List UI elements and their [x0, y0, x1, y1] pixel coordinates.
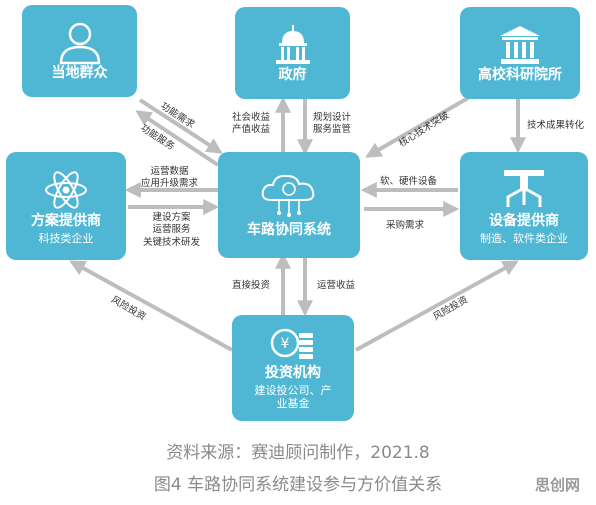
node-sublabel: 建设投公司、产 业基金	[255, 384, 332, 412]
node-vehicle-road-system: 车路协同系统	[218, 152, 360, 258]
edge-label-tech-transfer: 技术成果转化	[527, 120, 585, 131]
node-label: 投资机构	[265, 364, 321, 381]
atom-icon	[45, 171, 87, 209]
node-label: 政府	[278, 66, 307, 83]
edge-label-operation-data: 运营数据 应用升级需求	[141, 166, 198, 191]
node-government: 政府	[235, 7, 350, 99]
figure-title: 图4 车路协同系统建设参与方价值关系	[153, 475, 443, 495]
arrow-invest-to-equipment	[355, 260, 519, 352]
edge-label-line: 社会收益	[232, 112, 271, 123]
edge-label-line: 应用升级需求	[141, 178, 199, 190]
arrow-invest-to-solution	[69, 260, 233, 352]
edge-label-build-plan: 建设方案 运营服务 关键技术研发	[143, 212, 200, 249]
edge-label-hw-sw-equipment: 软、硬件设备	[380, 176, 438, 187]
edge-label-planning: 规划设计 服务监管	[313, 112, 351, 137]
node-label: 当地群众	[51, 64, 108, 81]
node-label: 高校科研院所	[478, 66, 562, 83]
node-label: 方案提供商	[31, 212, 101, 229]
svg-text:¥: ¥	[281, 336, 290, 352]
node-equipment-provider: 设备提供商 制造、软件类企业	[460, 152, 588, 260]
robotic-arm-icon	[504, 169, 544, 207]
node-local-public: 当地群众	[22, 5, 137, 97]
node-sublabel: 制造、软件类企业	[480, 231, 568, 245]
edge-label-line: 运营数据	[150, 166, 189, 177]
institution-icon	[500, 25, 540, 64]
cloud-brain-icon	[261, 174, 315, 217]
edge-label-line: 建设方案	[152, 212, 191, 223]
coin-stack-icon: ¥	[270, 328, 313, 359]
edge-label-benefits: 社会收益 产值收益	[232, 112, 270, 137]
person-icon	[59, 22, 100, 64]
node-universities-research: 高校科研院所	[460, 7, 580, 99]
node-sublabel-line: 业基金	[276, 397, 310, 411]
source-caption: 资料来源：赛迪顾问制作，2021.8	[166, 443, 430, 463]
edge-label-direct-investment: 直接投资	[232, 280, 271, 291]
edge-label-line: 产值收益	[232, 124, 271, 136]
edge-label-procurement: 采购需求	[386, 220, 425, 231]
edge-label-line: 关键技术研发	[143, 236, 201, 248]
node-label: 设备提供商	[489, 212, 559, 229]
node-sublabel: 科技类企业	[38, 231, 94, 245]
arrow-research-to-core	[365, 96, 470, 158]
watermark: 思创网	[534, 476, 580, 494]
capitol-building-icon	[275, 24, 310, 64]
edge-label-line: 运营服务	[152, 224, 191, 236]
node-label: 车路协同系统	[247, 221, 331, 238]
arrow-core-to-public	[135, 110, 220, 167]
edge-label-line: 服务监管	[313, 124, 352, 136]
edge-label-line: 规划设计	[313, 112, 352, 123]
node-sublabel-line: 建设投公司、产	[254, 383, 332, 397]
node-solution-provider: 方案提供商 科技类企业	[6, 152, 126, 260]
edge-label-operation-revenue: 运营收益	[317, 280, 356, 291]
arrow-public-to-core	[138, 98, 223, 154]
node-investment-institution: ¥ 投资机构 建设投公司、产 业基金	[232, 315, 354, 421]
